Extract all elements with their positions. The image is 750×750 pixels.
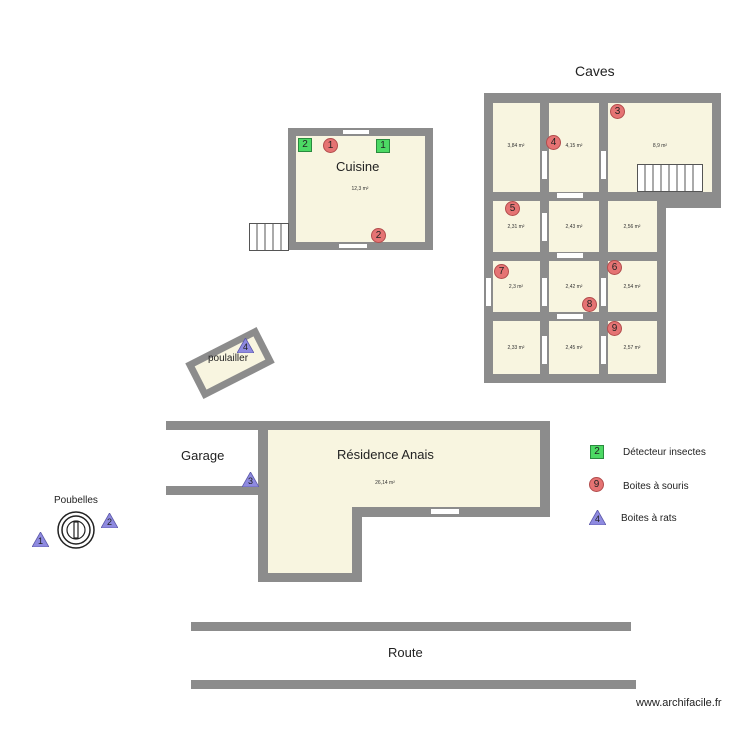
garage-wall-bottom	[166, 486, 266, 495]
poulailler-label: poulailler	[208, 353, 249, 364]
rat-box-number: 4	[242, 342, 248, 352]
watermark: www.archifacile.fr	[636, 697, 722, 709]
route-line-top	[191, 622, 631, 631]
residence-label: Résidence Anais	[337, 447, 434, 462]
cave-door-4	[541, 212, 548, 242]
cave-door-5	[556, 252, 584, 259]
cave-room-e	[549, 201, 599, 252]
legend-insect-icon: 2	[590, 445, 604, 459]
residence-room-lower	[268, 505, 352, 573]
legend-insect-label: Détecteur insectes	[623, 447, 706, 458]
cave-door-8	[600, 277, 607, 307]
cave-area-d: 2,31 m²	[507, 224, 525, 230]
cave-area-l: 2,57 m²	[623, 345, 641, 351]
legend-rat-icon: 4	[589, 510, 606, 525]
cave-door-7	[541, 277, 548, 307]
legend-mouse-icon: 9	[589, 477, 604, 492]
cave-area-i: 2,54 m²	[623, 284, 641, 290]
mouse-box-marker: 8	[582, 297, 597, 312]
cave-door-9	[556, 313, 584, 320]
cave-room-a	[493, 103, 540, 192]
cave-area-f: 2,56 m²	[623, 224, 641, 230]
cuisine-door-bottom	[338, 243, 368, 249]
cave-area-c: 8,9 m²	[652, 143, 668, 149]
residence-door	[430, 508, 460, 515]
cave-area-k: 2,45 m²	[565, 345, 583, 351]
cave-room-k	[549, 321, 599, 374]
cave-door-2	[600, 150, 607, 180]
mouse-box-marker: 3	[610, 104, 625, 119]
cave-area-h: 2,42 m²	[565, 284, 583, 290]
rat-box-marker: 3	[242, 472, 259, 487]
cuisine-window-top	[342, 129, 370, 135]
route-line-bottom	[191, 680, 636, 689]
cuisine-area: 12,3 m²	[351, 186, 369, 192]
cave-door-6	[485, 277, 492, 307]
mouse-box-marker: 9	[607, 321, 622, 336]
mouse-box-marker: 7	[494, 264, 509, 279]
residence-room-upper	[268, 430, 540, 507]
garage-label: Garage	[181, 448, 225, 463]
cave-door-1	[541, 150, 548, 180]
cave-room-j	[493, 321, 540, 374]
trash-bin-icon	[57, 511, 95, 549]
cave-area-e: 2,43 m²	[565, 224, 583, 230]
rat-box-marker: 1	[32, 532, 49, 547]
mouse-box-marker: 4	[546, 135, 561, 150]
rat-box-number: 3	[247, 476, 253, 486]
legend-rat-number: 4	[594, 514, 600, 524]
rat-box-number: 1	[37, 536, 43, 546]
legend-rat-label: Boites à rats	[621, 513, 677, 524]
cave-area-a: 3,84 m²	[507, 143, 525, 149]
cave-door-3	[556, 192, 584, 199]
legend-mouse-label: Boites à souris	[623, 481, 689, 492]
garage-wall-top	[166, 421, 266, 430]
cave-area-g: 2,3 m²	[508, 284, 524, 290]
caves-label: Caves	[575, 63, 615, 79]
mouse-box-marker: 2	[371, 228, 386, 243]
cave-area-j: 2,33 m²	[507, 345, 525, 351]
cave-room-f	[608, 201, 657, 252]
insect-detector-marker: 1	[376, 139, 390, 153]
poubelles-label: Poubelles	[54, 495, 98, 506]
mouse-box-marker: 5	[505, 201, 520, 216]
cave-area-b: 4,15 m²	[565, 143, 583, 149]
rat-box-number: 2	[106, 517, 112, 527]
insect-detector-marker: 2	[298, 138, 312, 152]
caves-stairs	[637, 164, 703, 192]
residence-area: 26,14 m²	[375, 480, 395, 486]
cave-door-11	[600, 335, 607, 365]
rat-box-marker: 4	[237, 338, 254, 353]
cuisine-stairs	[249, 223, 289, 251]
rat-box-marker: 2	[101, 513, 118, 528]
route-label: Route	[388, 645, 423, 660]
mouse-box-marker: 6	[607, 260, 622, 275]
cuisine-room	[296, 136, 425, 242]
cuisine-label: Cuisine	[336, 159, 380, 174]
mouse-box-marker: 1	[323, 138, 338, 153]
cave-door-10	[541, 335, 548, 365]
